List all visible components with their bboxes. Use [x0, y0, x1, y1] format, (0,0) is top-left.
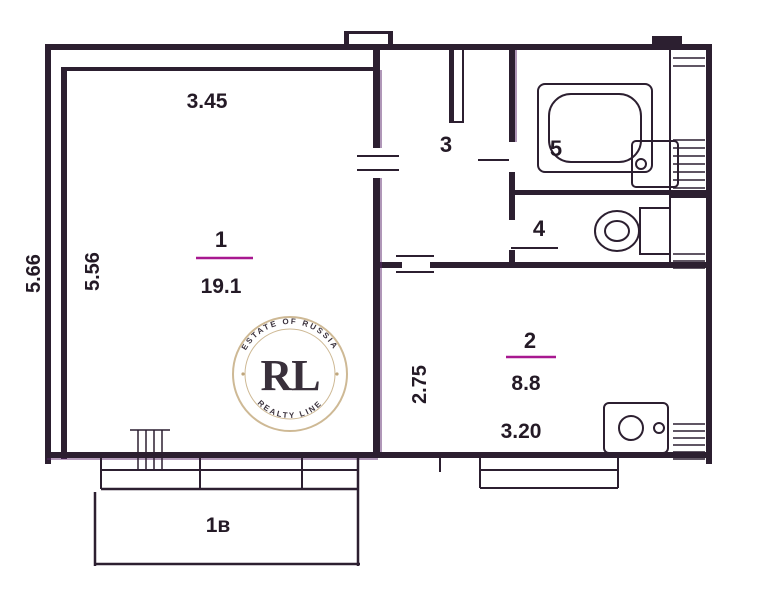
radiator-icon — [130, 429, 170, 470]
room2-number-label: 2 — [524, 328, 536, 353]
walls — [45, 31, 712, 464]
room1-area-label: 19.1 — [201, 275, 242, 298]
window-room2 — [439, 452, 619, 489]
room1-height-label: 5.56 — [82, 252, 104, 291]
washbasin-icon — [631, 140, 679, 188]
room2-width-label: 3.20 — [501, 420, 542, 443]
scan-chroma-lines — [47, 50, 517, 460]
bathtub-icon — [537, 83, 653, 173]
room1-number-label: 1 — [215, 227, 227, 252]
kitchen-sink-icon — [603, 402, 669, 454]
room2-area-label: 8.8 — [511, 372, 541, 395]
toilet-icon — [594, 207, 671, 255]
room5-number-label: 5 — [550, 136, 562, 161]
room3-number-label: 3 — [440, 132, 452, 157]
labels: 3.45 1 19.1 5.56 5.66 3 5 4 2 8.8 3.20 2… — [23, 90, 562, 537]
room-number-underlines — [196, 256, 556, 359]
seal-dot-right — [335, 372, 339, 376]
watermark-seal: ESTATE OF RUSSIA REALTY LINE RL — [232, 316, 348, 432]
watermark-monogram: RL — [260, 351, 319, 400]
seal-dot-left — [241, 372, 245, 376]
outer-height-label: 5.66 — [23, 254, 45, 293]
seal-inner-ring — [244, 328, 336, 420]
balcony-outline — [93, 458, 360, 566]
room2-height-label: 2.75 — [409, 365, 431, 404]
room4-number-label: 4 — [533, 216, 546, 241]
seal-outer-ring — [232, 316, 348, 432]
room1-width-label: 3.45 — [187, 90, 228, 113]
balcony-label: 1в — [206, 514, 231, 537]
shaft-hatching — [673, 57, 705, 460]
